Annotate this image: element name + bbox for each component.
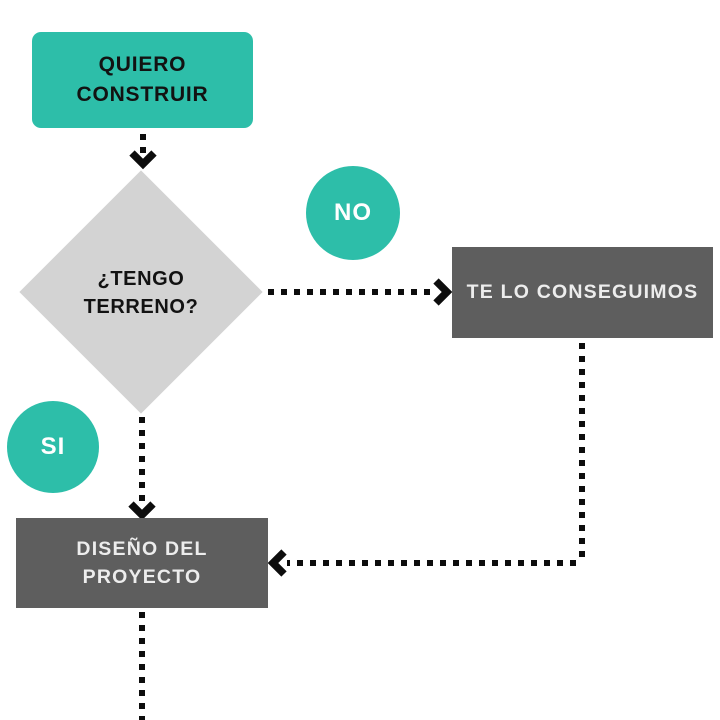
arrowhead-down-design-icon <box>128 501 156 521</box>
arrowhead-left-design-icon <box>267 549 287 577</box>
node-start: QUIERO CONSTRUIR <box>32 32 253 128</box>
branch-badge-si-label: SI <box>40 433 66 460</box>
node-get-land: TE LO CONSEGUIMOS <box>452 247 713 338</box>
arrowhead-down-decision-icon <box>129 150 157 170</box>
branch-badge-si: SI <box>7 401 99 493</box>
arrowhead-right-getland-icon <box>433 278 453 306</box>
node-start-label: QUIERO CONSTRUIR <box>76 52 209 106</box>
node-design: DISEÑO DEL PROYECTO <box>16 518 268 608</box>
branch-badge-no: NO <box>306 166 400 260</box>
branch-badge-no-label: NO <box>334 199 372 226</box>
node-get-land-label: TE LO CONSEGUIMOS <box>466 281 699 304</box>
node-design-label: DISEÑO DEL PROYECTO <box>76 537 208 588</box>
node-decision-label: ¿TENGO TERRENO? <box>83 268 199 318</box>
